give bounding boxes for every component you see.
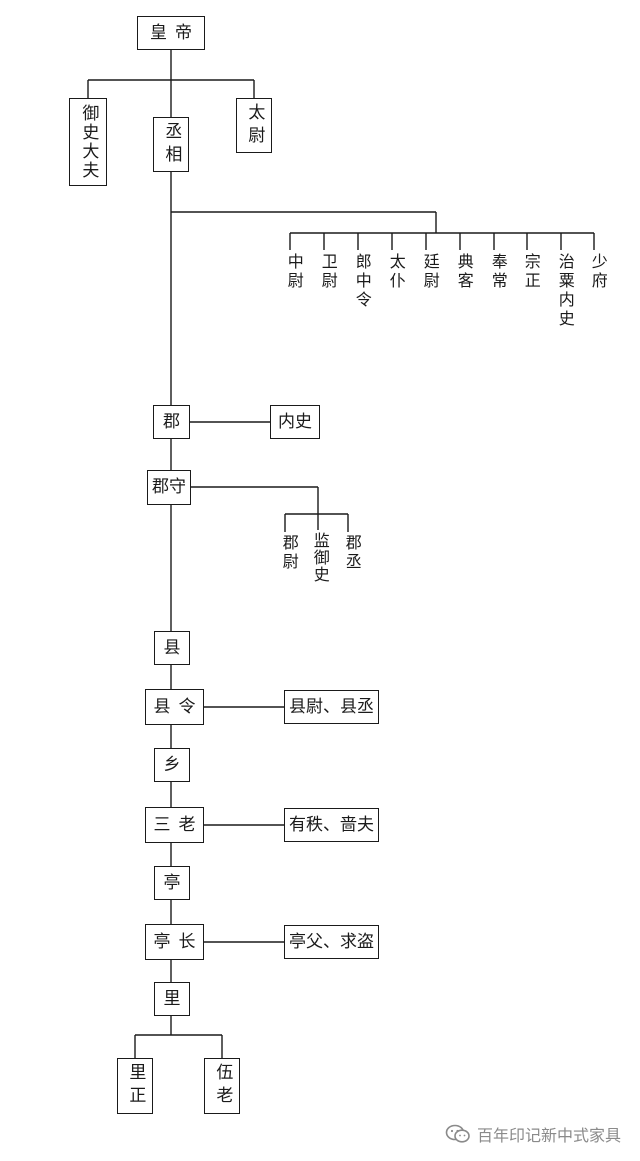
chancellor-box: 丞相 xyxy=(153,117,189,172)
governor-box: 郡守 xyxy=(147,470,191,505)
minister-label: 治粟内史 xyxy=(555,253,575,329)
village-box: 里 xyxy=(154,982,190,1016)
magistrate-box: 县令 xyxy=(145,689,204,725)
watermark-text: 百年印记新中式家具 xyxy=(477,1126,622,1145)
county-box: 县 xyxy=(154,631,190,665)
commandery-official-label: 监御史 xyxy=(310,532,330,583)
watermark: 百年印记新中式家具 xyxy=(445,1122,621,1146)
minister-label: 典客 xyxy=(454,253,474,291)
capital-prefect-box: 内史 xyxy=(270,405,320,439)
minister-label: 奉常 xyxy=(488,253,508,291)
emperor-box: 皇帝 xyxy=(137,16,205,50)
pavilion-head-box: 亭长 xyxy=(145,924,204,960)
minister-label: 卫尉 xyxy=(318,253,338,291)
censor-box: 御史大夫 xyxy=(69,98,107,186)
pavilion-box: 亭 xyxy=(154,866,190,900)
village-head-box: 里正 xyxy=(117,1058,153,1114)
minister-label: 宗正 xyxy=(521,253,541,291)
commandery-official-label: 郡尉 xyxy=(279,534,299,572)
minister-label: 郎中令 xyxy=(352,253,372,310)
commandant-box: 太尉 xyxy=(236,98,272,153)
township-officials-box: 有秩、啬夫 xyxy=(284,808,379,842)
minister-label: 廷尉 xyxy=(420,253,440,291)
minister-label: 中尉 xyxy=(284,253,304,291)
commandery-box: 郡 xyxy=(153,405,190,439)
five-family-elder-box: 伍老 xyxy=(204,1058,240,1114)
commandery-official-label: 郡丞 xyxy=(342,534,362,572)
pavilion-officials-box: 亭父、求盗 xyxy=(284,925,379,959)
township-box: 乡 xyxy=(154,748,190,782)
three-elders-box: 三老 xyxy=(145,807,204,843)
county-officials-box: 县尉、县丞 xyxy=(284,690,379,724)
wechat-icon xyxy=(445,1124,470,1143)
minister-label: 太仆 xyxy=(386,253,406,291)
minister-label: 少府 xyxy=(588,253,608,291)
